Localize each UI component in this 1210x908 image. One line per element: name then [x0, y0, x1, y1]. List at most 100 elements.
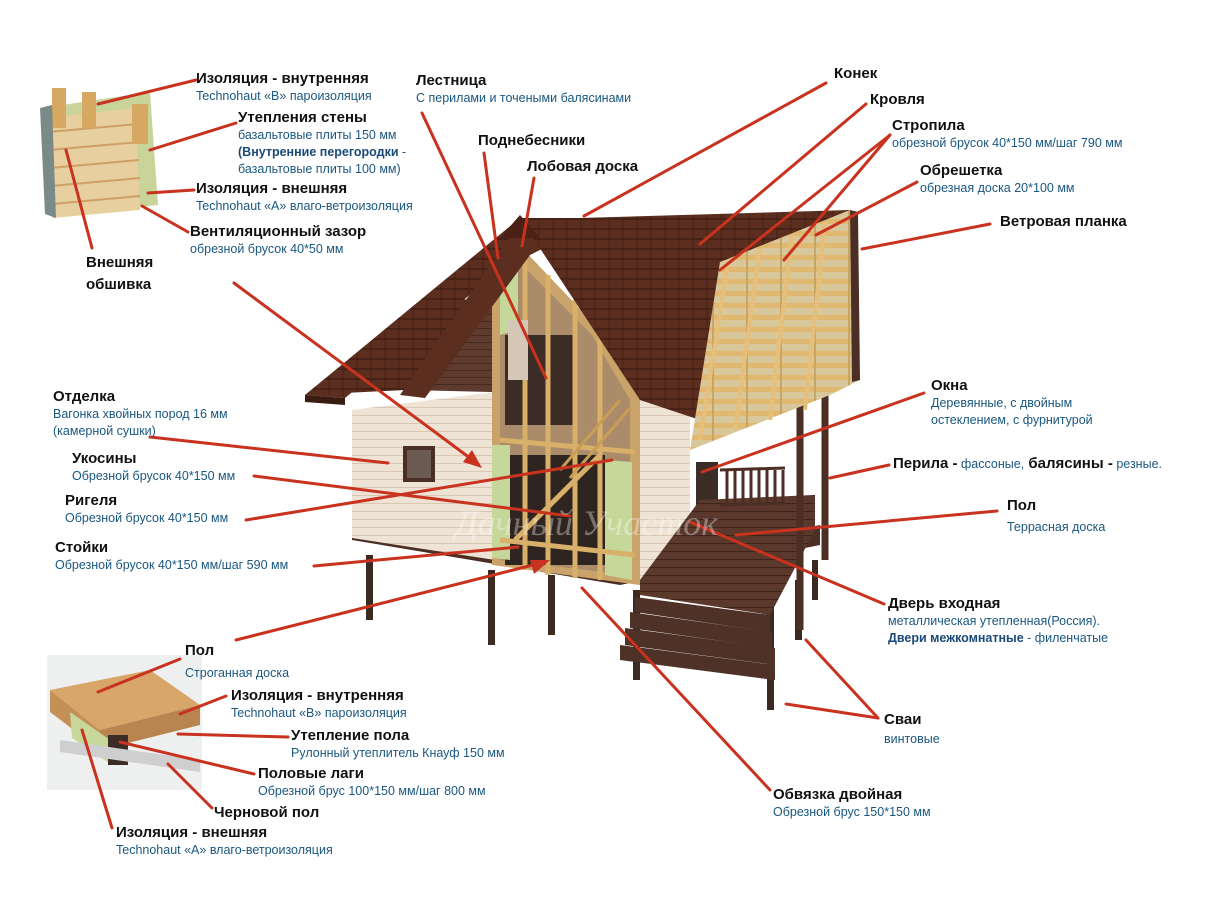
label-desc: Обрезной брусок 40*150 мм: [65, 511, 229, 525]
label-izol-vn-top: Изоляция - внутренняя Technohaut «B» пар…: [196, 70, 372, 105]
label-perila: Перила - фассоные, балясины - резные.: [893, 455, 1162, 473]
leader-uteplenie: [148, 121, 238, 152]
label-title: Перила -: [893, 455, 958, 472]
label-title: Кровля: [870, 91, 925, 108]
label-stropila: Стропила обрезной брусок 40*150 мм/шаг 7…: [892, 117, 1122, 152]
label-okna: Окна Деревянные, с двойным остеклением, …: [931, 377, 1093, 429]
leader-ukosiny: [252, 474, 572, 518]
label-title: Стойки: [55, 539, 109, 556]
label-uteplenie-pola: Утепление пола Рулонный утеплитель Кнауф…: [291, 727, 505, 762]
label-title: Утепления стены: [238, 109, 367, 126]
label-title: Изоляция - внешняя: [116, 824, 268, 841]
label-desc: Technohaut «A» влаго-ветроизоляция: [116, 843, 333, 857]
label-title: Пол: [185, 642, 215, 659]
label-desc: Technohaut «A» влаго-ветроизоляция: [196, 199, 413, 213]
leader-izol-vn-top: [96, 78, 198, 106]
label-desc: Террасная доска: [1007, 520, 1106, 534]
leader-izol-vn-floor: [178, 694, 228, 716]
leader-chernovoy: [166, 762, 214, 810]
label-desc: Обрезной брус 100*150 мм/шаг 800 мм: [258, 784, 486, 798]
leader-vent: [140, 204, 190, 234]
label-sep: ,: [1020, 457, 1025, 471]
leader-dver: [688, 520, 886, 606]
label-desc: Обрезной брус 150*150 мм: [773, 805, 931, 819]
label-uteplenie-steny: Утепления стены базальтовые плиты 150 мм…: [238, 109, 406, 178]
leader-pol-floor-main: [234, 560, 547, 642]
label-vent-zazor: Вентиляционный зазор обрезной брусок 40*…: [190, 223, 366, 258]
label-desc: обрезная доска 20*100 мм: [920, 181, 1075, 195]
terrace-railing: [719, 466, 786, 507]
label-desc: Деревянные, с двойным: [931, 396, 1073, 410]
leader-krovlya: [698, 102, 868, 246]
label-title: Сваи: [884, 711, 922, 728]
leader-lagi: [118, 740, 256, 776]
label-title: Обвязка двойная: [773, 786, 903, 803]
leader-konek: [582, 81, 828, 218]
label-desc: резные.: [1112, 457, 1162, 471]
label-lobovaya: Лобовая доска: [527, 158, 638, 176]
label-title: Дверь входная: [888, 595, 1001, 612]
label-desc: Вагонка хвойных пород 16 мм: [53, 407, 228, 421]
leader-izol-ext-floor: [80, 728, 114, 830]
label-title: Укосины: [72, 450, 137, 467]
leader-izol-ext-top: [146, 188, 196, 195]
label-title: балясины -: [1024, 455, 1113, 472]
label-desc: Строганная доска: [185, 666, 290, 680]
roof-gable: [400, 222, 560, 398]
leader-pol-detail: [96, 657, 182, 694]
label-stoyki: Стойки Обрезной брусок 40*150 мм/шаг 590…: [55, 539, 288, 574]
label-pol-terrace: Пол Террасная доска: [1007, 497, 1105, 536]
label-desc-bold: (Внутренние перегородки: [238, 145, 399, 159]
label-obreshetka: Обрешетка обрезная доска 20*100 мм: [920, 162, 1075, 197]
label-desc: С перилами и точеными балясинами: [416, 91, 632, 105]
label-title: Черновой пол: [214, 804, 320, 821]
label-ukosiny: Укосины Обрезной брусок 40*150 мм: [72, 450, 235, 485]
label-title: Вентиляционный зазор: [190, 223, 367, 240]
label-title: Изоляция - внешняя: [196, 180, 348, 197]
leader-uteplenie-pola: [176, 732, 290, 739]
label-desc: обрезной брусок 40*150 мм/шаг 790 мм: [892, 136, 1123, 150]
label-title: Лестница: [416, 72, 487, 89]
label-title: обшивка: [86, 276, 152, 293]
entry-steps: [620, 597, 775, 680]
label-title: Изоляция - внутренняя: [231, 687, 404, 704]
leader-lestnica: [420, 111, 548, 380]
leader-stropila-2: [782, 133, 892, 262]
label-title: Утепление пола: [291, 727, 410, 744]
label-vetrovaya: Ветровая планка: [1000, 213, 1127, 231]
label-title: Поднебесники: [478, 132, 586, 149]
label-title: Обрешетка: [920, 162, 1003, 179]
label-lagi: Половые лаги Обрезной брус 100*150 мм/ша…: [258, 765, 486, 800]
label-desc: базальтовые плиты 150 мм: [238, 128, 397, 142]
leader-lobovaya: [520, 176, 536, 248]
label-title: Половые лаги: [258, 765, 364, 782]
label-desc: Обрезной брусок 40*150 мм/шаг 590 мм: [55, 558, 289, 572]
label-desc: -: [398, 145, 407, 159]
roof-rafters: [690, 210, 860, 450]
label-desc: винтовые: [884, 732, 940, 746]
leader-svai-2: [784, 702, 880, 720]
label-izol-ext-top: Изоляция - внешняя Technohaut «A» влаго-…: [196, 180, 413, 215]
label-title: Ветровая планка: [1000, 213, 1127, 230]
label-title: Ригеля: [65, 492, 118, 509]
leader-rigeli: [244, 458, 614, 522]
watermark: Дачный Участок: [452, 503, 719, 543]
leader-vent-main: [232, 281, 480, 466]
label-lestnica: Лестница С перилами и точеными балясинам…: [416, 72, 631, 107]
label-desc: базальтовые плиты 100 мм): [238, 162, 401, 176]
label-title: Пол: [1007, 497, 1037, 514]
leader-perila: [828, 463, 891, 480]
label-title: Лобовая доска: [527, 158, 639, 175]
arrow-heads: [463, 450, 550, 574]
leader-vneshnyaya: [64, 148, 94, 250]
label-konek: Конек: [834, 65, 877, 83]
leader-otdelka: [148, 435, 390, 465]
label-desc: металлическая утепленная(Россия).: [888, 614, 1101, 628]
wall-detail: [40, 88, 158, 218]
leader-vetrovaya: [860, 222, 992, 251]
label-desc: обрезной брусок 40*50 мм: [190, 242, 344, 256]
leader-lines: [64, 78, 999, 830]
label-title: Окна: [931, 377, 968, 394]
